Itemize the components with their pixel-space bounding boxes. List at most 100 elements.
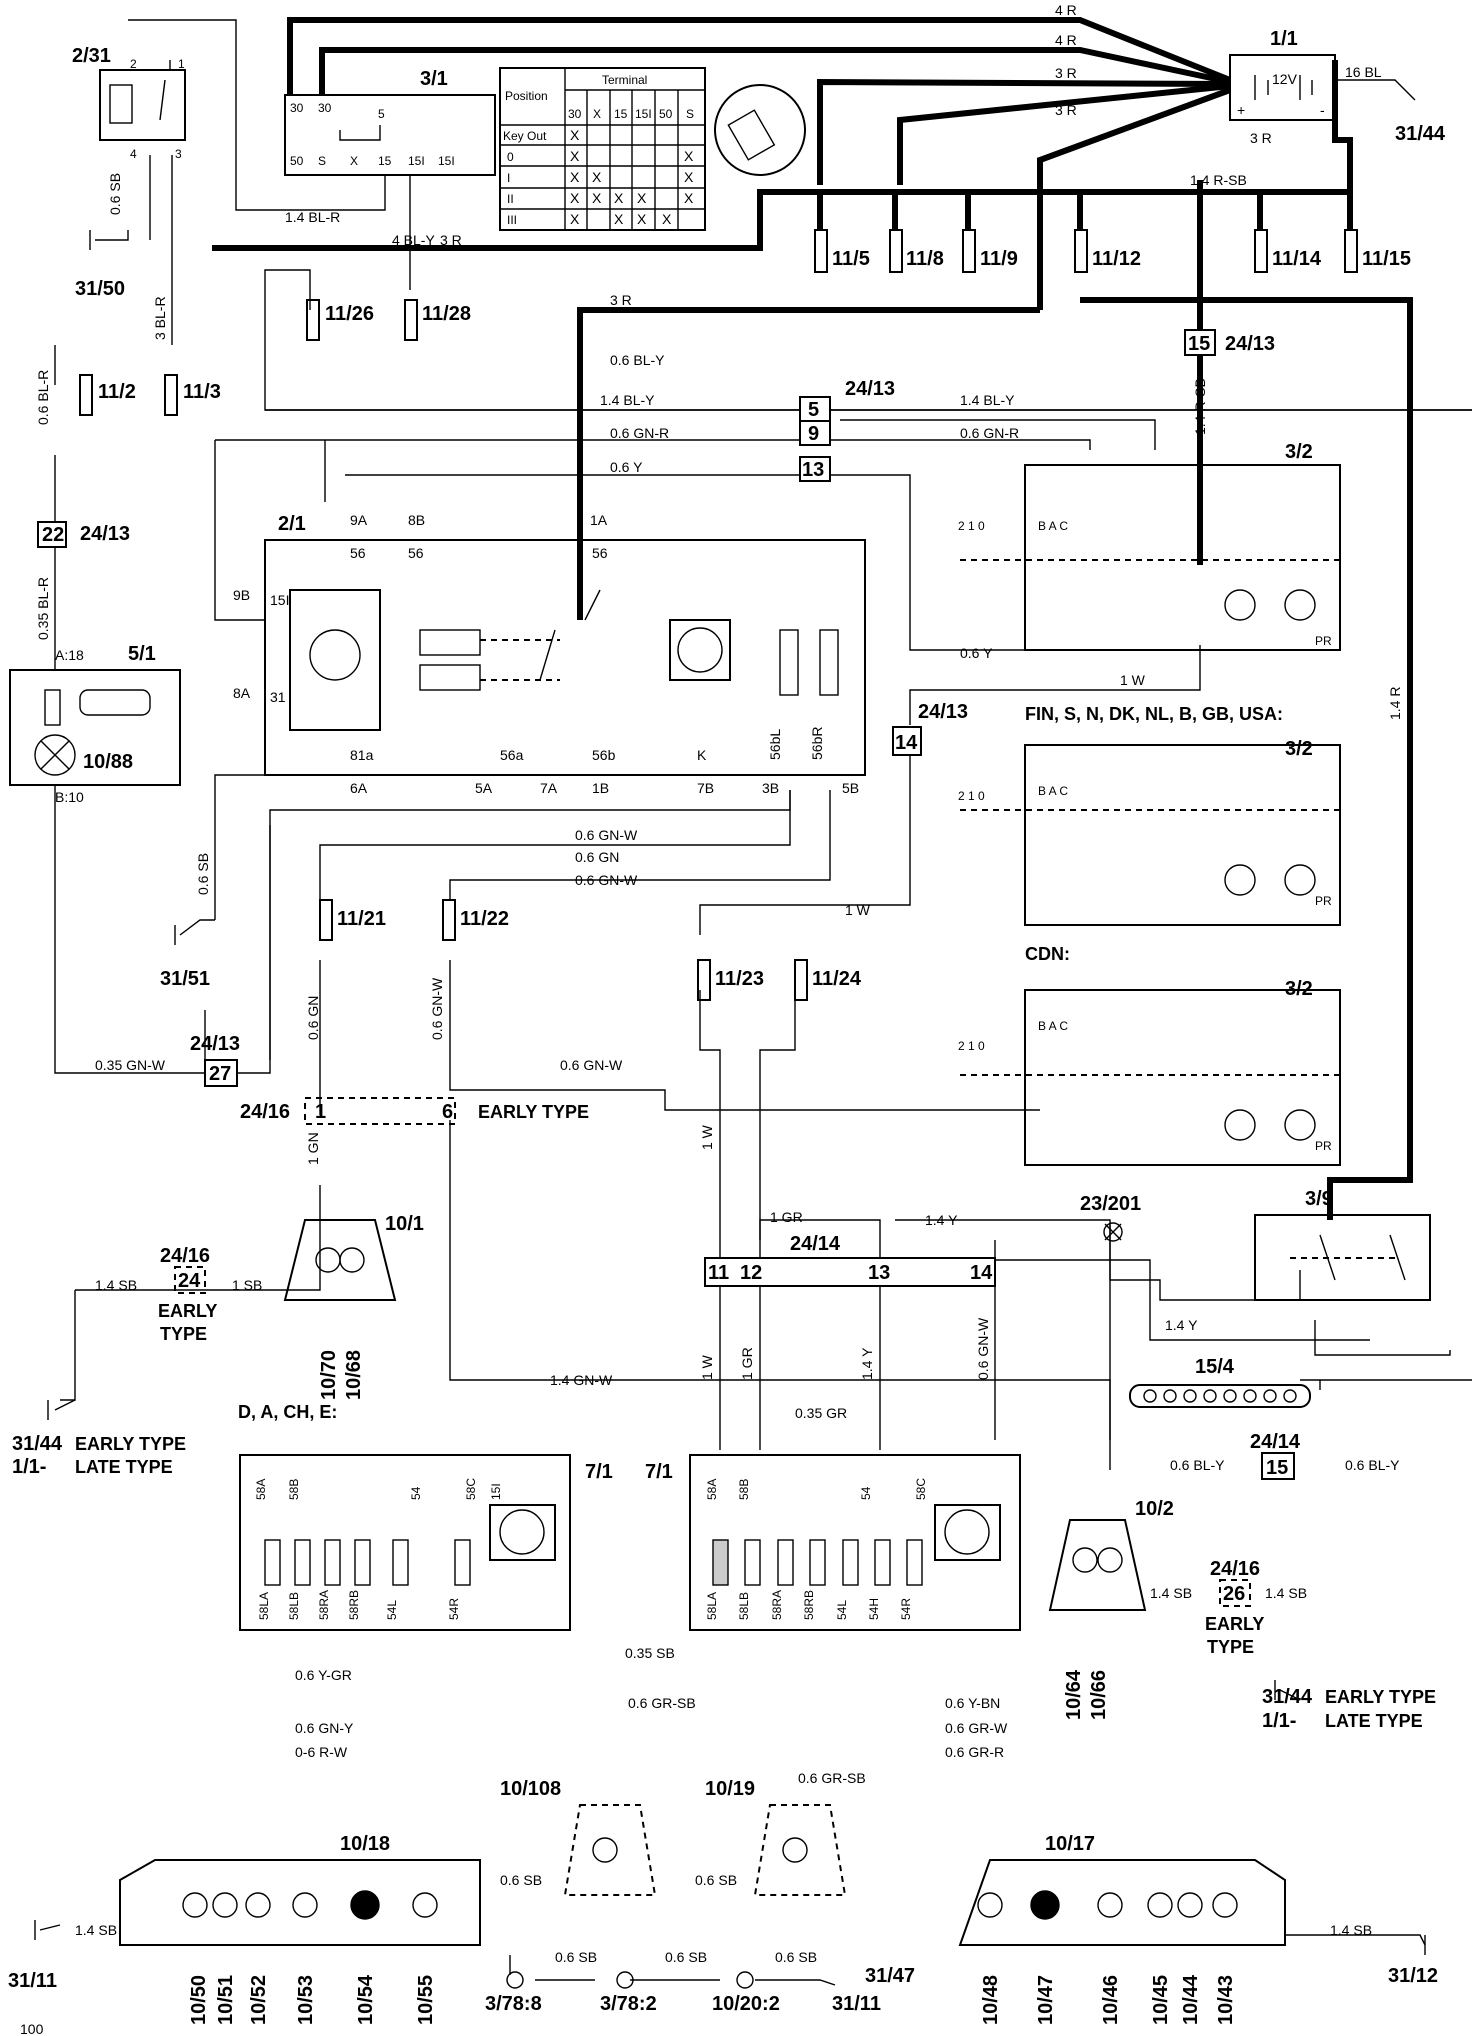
- terminal-strip-15-4: [1129, 1384, 1311, 1408]
- term-56-b: 56: [408, 545, 424, 561]
- conn-13b: 13: [868, 1262, 890, 1284]
- conn-24: 24: [178, 1270, 201, 1292]
- term-pr-a: PR: [1315, 634, 1332, 648]
- vwire-14r: 1.4 R: [1387, 687, 1403, 720]
- label-3-9: 3/9: [1305, 1188, 1333, 1210]
- wire-1w-b: 1 W: [845, 902, 871, 918]
- term-31: 31: [270, 689, 286, 705]
- term-56bl: 56bL: [767, 729, 783, 760]
- ground-1-1-b: 1/1-: [12, 1456, 46, 1478]
- mt-54r-a: 54R: [447, 1598, 461, 1620]
- wire-06sb-c: 0.6 SB: [500, 1872, 542, 1888]
- mt-58c-b: 58C: [914, 1478, 928, 1500]
- mt-58ra-a: 58RA: [317, 1590, 331, 1620]
- label-2-31: 2/31: [72, 45, 111, 67]
- wire-16bl: 16 BL: [1345, 64, 1382, 80]
- conn-label-24-13-c: 24/13: [1225, 333, 1275, 355]
- term-9b: 9B: [233, 587, 250, 603]
- wire-06gnr-b: 0.6 GN-R: [960, 425, 1019, 441]
- vertical-wire-labels: 0.6 SB 3 BL-R 0.6 BL-R 0.35 BL-R 1.4 R-S…: [35, 173, 1403, 1380]
- vwire-06blr: 0.6 BL-R: [35, 370, 51, 425]
- label-15-4: 15/4: [1195, 1356, 1235, 1378]
- label-10-19: 10/19: [705, 1778, 755, 1800]
- wire-4r-a: 4 R: [1055, 2, 1077, 18]
- ground-symbols: [34, 230, 1426, 1955]
- battery-plus: +: [1237, 102, 1245, 118]
- lamp-10-19: [753, 1804, 847, 1896]
- conn-9: 9: [808, 423, 819, 445]
- lamp-10-44: 10/44: [1180, 1974, 1202, 2025]
- late-type-note-a: LATE TYPE: [75, 1457, 173, 1477]
- wire-06grr: 0.6 GR-R: [945, 1744, 1004, 1760]
- label-10-64: 10/64: [1063, 1669, 1085, 1720]
- rear-light-10-17: [958, 1859, 1286, 1946]
- term-7a: 7A: [540, 780, 558, 796]
- term-5b: 5B: [842, 780, 859, 796]
- svg-text:X: X: [637, 190, 647, 206]
- svg-text:X: X: [614, 211, 624, 227]
- label-23-201: 23/201: [1080, 1193, 1141, 1215]
- mt-58a-a: 58A: [254, 1479, 268, 1500]
- lamp-10-47: 10/47: [1035, 1975, 1057, 2025]
- conn-14: 14: [895, 732, 918, 754]
- label-11-14: 11/14: [1272, 248, 1322, 270]
- early-type-note-b: EARLY TYPE: [1325, 1687, 1436, 1707]
- svg-text:X: X: [592, 169, 602, 185]
- term-bac-b: B A C: [1038, 784, 1068, 798]
- wire-14sb: 1.4 SB: [95, 1277, 137, 1293]
- label-2-1: 2/1: [278, 513, 306, 535]
- vwire-06sb: 0.6 SB: [107, 173, 123, 215]
- vwire-06sb-b: 0.6 SB: [195, 853, 211, 895]
- wire-06grsb: 0.6 GR-SB: [628, 1695, 696, 1711]
- term-56a: 56a: [500, 747, 524, 763]
- wire-06bly-b: 0.6 BL-Y: [1170, 1457, 1225, 1473]
- ground-31-44-b: 31/44: [12, 1433, 63, 1455]
- page-number: 100: [20, 2021, 44, 2036]
- label-11-26: 11/26: [325, 303, 374, 325]
- switch-3-9: [1254, 1214, 1431, 1301]
- wire-06gn: 0.6 GN: [575, 849, 619, 865]
- lamp-10-46: 10/46: [1100, 1975, 1122, 2025]
- light-switch-3-2-a: [960, 464, 1341, 651]
- wire-14sb-d: 1.4 SB: [75, 1922, 117, 1938]
- term-bac-c: B A C: [1038, 1019, 1068, 1033]
- rear-light-10-18: [119, 1859, 481, 1946]
- wire-06grw: 0.6 GR-W: [945, 1720, 1008, 1736]
- term-81a: 81a: [350, 747, 374, 763]
- svg-text:5: 5: [378, 107, 385, 121]
- power-wires: [212, 17, 1413, 1220]
- wire-06gnw-b: 0.6 GN-W: [575, 872, 638, 888]
- svg-text:X: X: [684, 169, 694, 185]
- conn-5: 5: [808, 399, 819, 421]
- lamp-10-1: [283, 1219, 397, 1301]
- col-s: S: [686, 107, 694, 121]
- term-bac-a: B A C: [1038, 519, 1068, 533]
- term-5a: 5A: [475, 780, 493, 796]
- wire-06y-b: 0.6 Y: [960, 645, 993, 661]
- svg-text:15I: 15I: [438, 154, 455, 168]
- row-key-out: Key Out: [503, 129, 547, 143]
- vwire-1w-b: 1 W: [699, 1354, 715, 1380]
- ground-31-51: 31/51: [160, 968, 210, 990]
- fuses-top: [79, 229, 1358, 1001]
- term-56br: 56bR: [809, 727, 825, 760]
- wire-14y-b: 1.4 Y: [1165, 1317, 1198, 1333]
- label-10-70: 10/70: [318, 1350, 340, 1400]
- conn-26: 26: [1223, 1583, 1245, 1605]
- wire-06gnw-a: 0.6 GN-W: [575, 827, 638, 843]
- label-7-1-a: 7/1: [585, 1461, 613, 1483]
- ground-31-47: 31/47: [865, 1965, 915, 1987]
- label-11-3: 11/3: [183, 381, 221, 403]
- label-3-2-a: 3/2: [1285, 441, 1313, 463]
- label-11-12: 11/12: [1092, 248, 1141, 270]
- variant-cdn: CDN:: [1025, 944, 1070, 964]
- wire-06bly-c: 0.6 BL-Y: [1345, 1457, 1400, 1473]
- wire-06y-a: 0.6 Y: [610, 459, 643, 475]
- instrument-5-1: [9, 669, 181, 786]
- label-10-18: 10/18: [340, 1833, 390, 1855]
- row-3: III: [507, 213, 517, 227]
- term-8a: 8A: [233, 685, 251, 701]
- label-3-2-b: 3/2: [1285, 738, 1313, 760]
- term-a18: A:18: [55, 647, 84, 663]
- row-0: 0: [507, 150, 514, 164]
